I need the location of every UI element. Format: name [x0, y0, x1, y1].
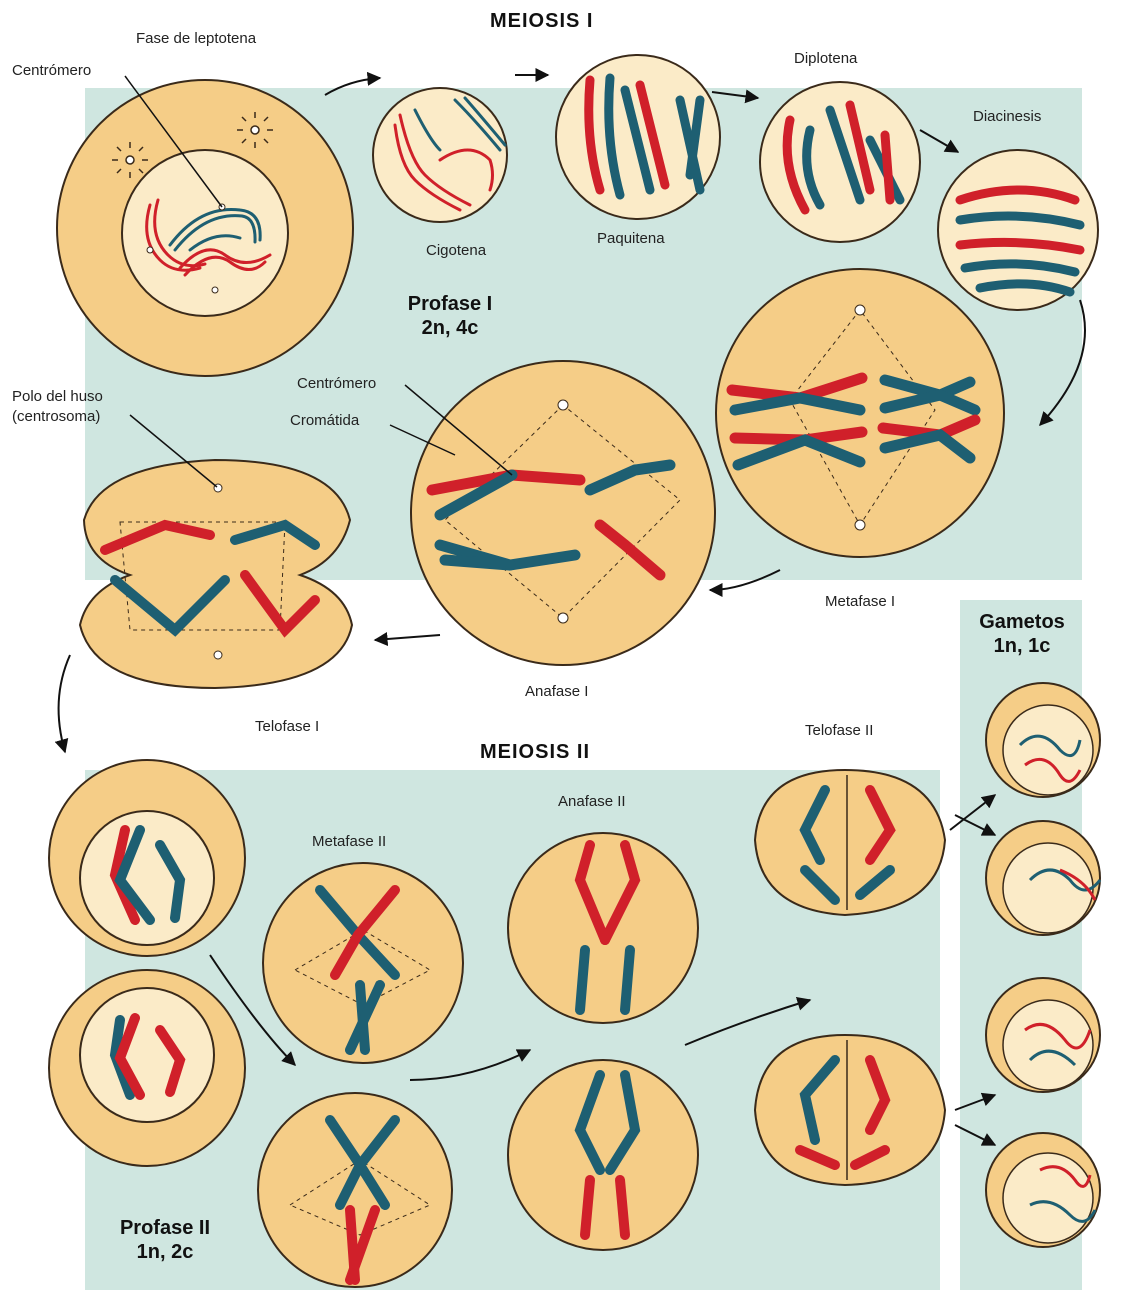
cell-anaphase-2-bottom: [508, 1060, 698, 1250]
label-zygotene: Cigotena: [426, 242, 486, 259]
cell-diplotene: [760, 82, 920, 242]
label-diplotene: Diplotena: [794, 50, 857, 67]
centrosome-icon: [237, 112, 273, 148]
cell-telophase-2-top: [755, 770, 945, 915]
gamete-3: [986, 978, 1100, 1092]
label-diakinesis: Diacinesis: [973, 108, 1041, 125]
label-anaphase-2: Anafase II: [558, 793, 626, 810]
cell-prophase-2-top: [49, 760, 245, 956]
meiosis-1-title: MEIOSIS I: [490, 10, 593, 33]
gamete-2: [986, 821, 1100, 935]
cell-metaphase-2-bottom: [258, 1093, 452, 1287]
label-anaphase-1: Anafase I: [525, 683, 588, 700]
cell-diakinesis: [938, 150, 1098, 310]
label-prophase-1: Profase I 2n, 4c: [395, 292, 505, 340]
cell-zygotene: [373, 88, 507, 222]
centrosome-icon: [112, 142, 148, 178]
label-metaphase-1: Metafase I: [825, 593, 895, 610]
label-spindle-pole-line1: Polo del huso: [12, 388, 103, 405]
label-spindle-pole-line2: (centrosoma): [12, 408, 100, 425]
label-metaphase-2: Metafase II: [312, 833, 386, 850]
cell-anaphase-2-top: [508, 833, 698, 1023]
label-prophase-2: Profase II 1n, 2c: [100, 1216, 230, 1264]
label-centromere-mid: Centrómero: [297, 375, 376, 392]
label-pachytene: Paquitena: [597, 230, 665, 247]
label-telophase-1: Telofase I: [255, 718, 319, 735]
label-telophase-2: Telofase II: [805, 722, 873, 739]
label-centromere-top: Centrómero: [12, 62, 91, 79]
label-leptotene: Fase de leptotena: [136, 30, 256, 47]
gamete-1: [986, 683, 1100, 797]
cell-leptotene: [57, 80, 353, 376]
meiosis-2-title: MEIOSIS II: [480, 741, 590, 764]
gamete-4: [986, 1133, 1100, 1247]
cell-anaphase-1: [411, 361, 715, 665]
cell-pachytene: [556, 55, 720, 219]
cell-metaphase-2-top: [263, 863, 463, 1063]
label-gametes: Gametos 1n, 1c: [962, 610, 1082, 658]
cell-prophase-2-bottom: [49, 970, 245, 1166]
label-chromatid: Cromátida: [290, 412, 359, 429]
cell-metaphase-1: [716, 269, 1004, 557]
cell-telophase-2-bottom: [755, 1035, 945, 1185]
